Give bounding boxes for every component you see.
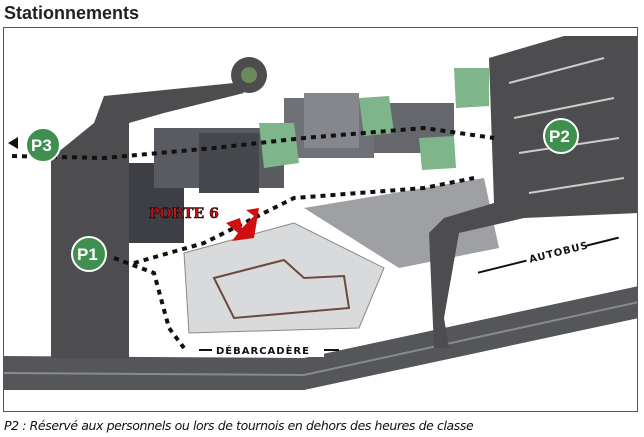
svg-text:DÉBARCADÈRE: DÉBARCADÈRE [216,344,310,357]
map-canvas: PORTE 6 DÉBARCADÈRE AUTOBUS P3 P1 P2 [4,36,637,390]
svg-text:P3: P3 [31,136,52,155]
svg-text:P2: P2 [549,127,570,146]
svg-text:P1: P1 [77,245,98,264]
door-arrow-icon [226,208,259,241]
bus-label: AUTOBUS [477,236,619,274]
dropoff-label: DÉBARCADÈRE [199,341,339,357]
parking-map: PORTE 6 DÉBARCADÈRE AUTOBUS P3 P1 P2 [3,27,638,412]
walking-path [11,125,495,350]
door-label: PORTE 6 [149,206,219,222]
highway [4,286,637,390]
parking-badge-p2[interactable]: P2 [543,118,579,154]
parking-badge-p1[interactable]: P1 [71,236,107,272]
page-title: Stationnements [4,3,140,23]
parking-badge-p3[interactable]: P3 [25,127,61,163]
map-caption: P2 : Réservé aux personnels ou lors de t… [4,418,474,433]
p3-arrow-icon [8,137,18,149]
access-road [94,83,244,123]
